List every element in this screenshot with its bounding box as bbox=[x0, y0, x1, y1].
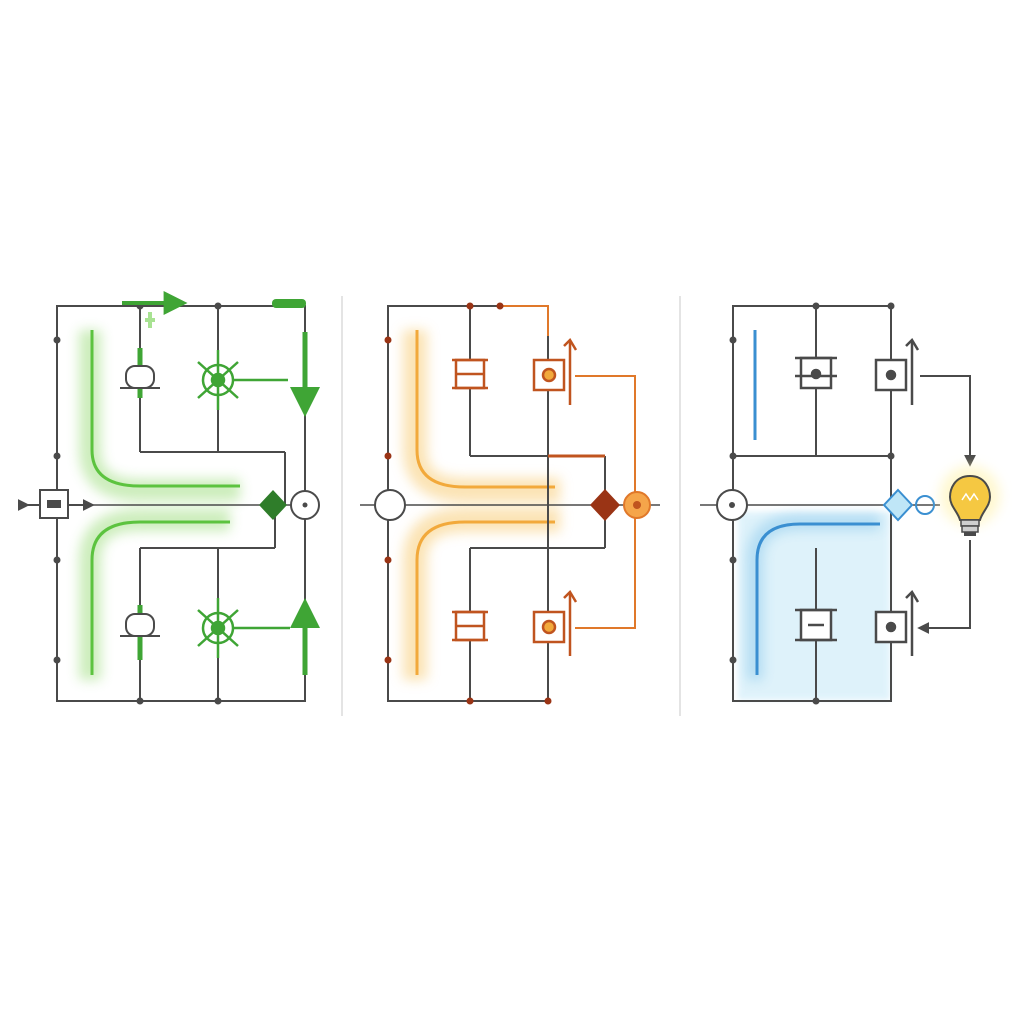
motor-icon bbox=[532, 337, 578, 405]
logic-diamond-icon bbox=[259, 490, 287, 520]
relay-icon bbox=[452, 358, 488, 390]
current-flow-glow bbox=[403, 508, 560, 680]
gear-sensor-icon bbox=[197, 350, 288, 410]
sensor-diamond-icon bbox=[882, 488, 914, 522]
junction-dots bbox=[53, 302, 222, 705]
signal-wire bbox=[920, 375, 976, 467]
current-flow-line bbox=[415, 330, 555, 489]
right-panel bbox=[700, 302, 1000, 705]
current-flow-glow bbox=[79, 509, 230, 680]
current-flow-line bbox=[90, 520, 230, 675]
flow-accent bbox=[145, 312, 155, 328]
current-flow-line bbox=[90, 330, 240, 488]
motor-icon bbox=[532, 589, 578, 656]
motor-icon bbox=[874, 337, 920, 405]
relay-icon bbox=[120, 605, 160, 660]
relay-icon bbox=[452, 610, 488, 642]
led-indicator-icon bbox=[272, 299, 306, 308]
relay-icon bbox=[120, 348, 160, 398]
current-flow-line bbox=[415, 520, 555, 675]
node-center-dot bbox=[302, 502, 308, 508]
relay-icon bbox=[795, 608, 837, 642]
current-flow-glow bbox=[79, 330, 240, 501]
middle-panel bbox=[360, 302, 660, 705]
current-flow-line bbox=[755, 522, 880, 675]
left-panel bbox=[17, 291, 320, 705]
signal-wire bbox=[917, 540, 971, 634]
light-bulb-icon bbox=[940, 466, 1000, 536]
current-flow-glow bbox=[403, 330, 560, 502]
relay-icon bbox=[795, 356, 837, 390]
chip-icon bbox=[17, 489, 95, 519]
signal-wire bbox=[500, 305, 549, 336]
gear-sensor-icon bbox=[197, 598, 290, 658]
junction-dots bbox=[729, 302, 895, 705]
coupler-icon bbox=[915, 495, 935, 515]
node-center-dot bbox=[633, 501, 641, 509]
current-flow-glow bbox=[747, 514, 880, 680]
junction-dots bbox=[384, 302, 552, 705]
logic-diamond-icon bbox=[590, 489, 620, 521]
node-center-dot bbox=[729, 502, 735, 508]
input-node-icon bbox=[374, 489, 406, 521]
motor-icon bbox=[874, 589, 920, 656]
